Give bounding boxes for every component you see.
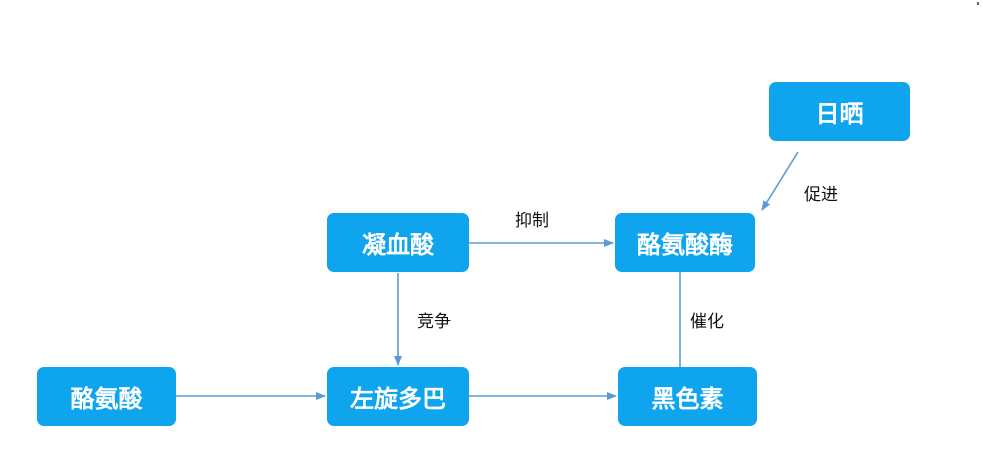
node-tyrosinase: 酪氨酸酶	[615, 213, 755, 272]
corner-mark	[977, 2, 979, 5]
label-catalyze: 催化	[690, 312, 724, 332]
node-melanin: 黑色素	[618, 367, 757, 426]
edge-promote	[761, 151, 799, 211]
label-inhibit: 抑制	[515, 211, 549, 231]
label-compete: 竞争	[417, 312, 451, 332]
node-tyrosine: 酪氨酸	[37, 367, 176, 426]
node-sunlight: 日晒	[769, 82, 910, 141]
node-levodopa: 左旋多巴	[327, 367, 469, 426]
label-promote: 促进	[804, 185, 838, 205]
node-anticoagulant: 凝血酸	[327, 213, 469, 272]
